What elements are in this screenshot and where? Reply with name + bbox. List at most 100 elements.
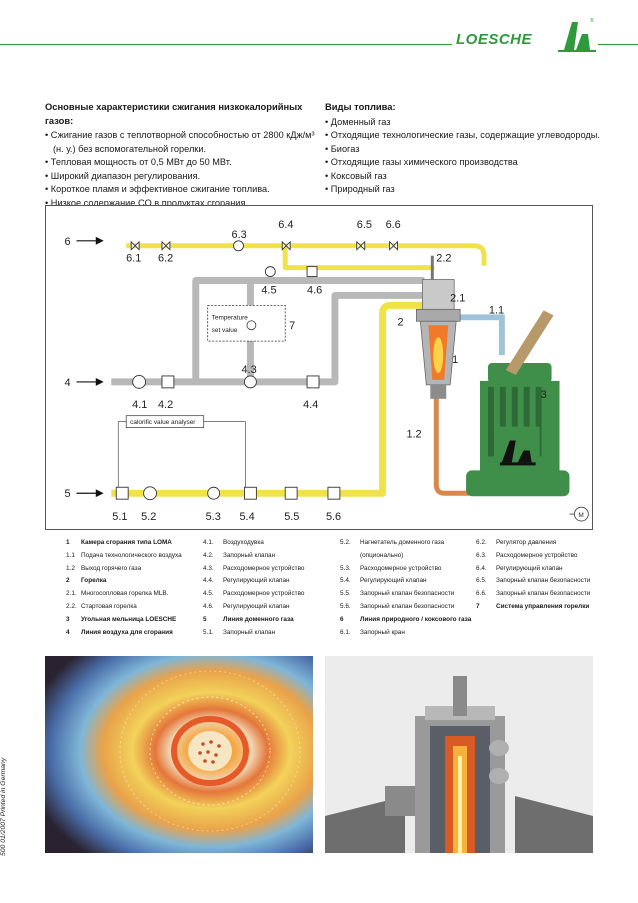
header-rule-right — [598, 44, 638, 45]
list-item: Доменный газ — [325, 116, 615, 130]
flowmeter-6-3 — [233, 240, 244, 252]
air-bypass-pipe — [192, 277, 425, 382]
analyser-label: calorific value analyser — [130, 419, 196, 426]
list-item: Отходящие газы химического производства — [325, 156, 615, 170]
valve-6-5 — [356, 240, 366, 251]
label-5: 5 — [65, 488, 71, 500]
legend-row: 5.2.Нагнетатель доменного газа — [340, 539, 445, 546]
label-6-6: 6.6 — [386, 219, 401, 231]
blower-5-2 — [143, 486, 157, 501]
list-item: Низкое содержание CO в продуктах сгорани… — [45, 197, 315, 211]
blast-furnace-gas-pipe — [111, 301, 423, 497]
legend-column-3: 5.2.Нагнетатель доменного газа (опционал… — [340, 537, 471, 639]
legend-row: 5.4.Регулирующий клапан — [340, 577, 427, 585]
legend-row: (опционально) — [360, 551, 404, 559]
valve-5-6 — [327, 486, 341, 500]
legend-row: 4.5.Расходомерное устройство — [203, 590, 305, 598]
valve-6-6 — [389, 240, 398, 251]
legend-column-2: 4.1.Воздуходувка 4.2.Запорный клапан 4.3… — [203, 537, 304, 639]
print-note: 500 01/2007 Printed in Germany — [0, 757, 7, 856]
label-4-1: 4.1 — [132, 399, 147, 411]
fuel-types-title: Виды топлива: — [325, 101, 396, 112]
list-item: Тепловая мощность от 0,5 МВт до 50 МВт. — [45, 156, 315, 170]
process-air-pipe — [454, 314, 505, 356]
hot-gas-pipe — [433, 379, 470, 496]
features-section: Основные характеристики сжигания низкока… — [45, 100, 315, 210]
list-item: Биогаз — [325, 143, 615, 157]
combustion-air-main-pipe — [111, 291, 423, 386]
legend-row: 6.1.Запорный кран — [340, 628, 405, 636]
valves — [115, 240, 398, 501]
set-value-label: set value — [212, 327, 238, 334]
label-4-5: 4.5 — [261, 284, 276, 296]
temperature-control-box — [207, 304, 286, 342]
valve-6-2 — [161, 240, 171, 251]
label-1: 1 — [452, 354, 458, 366]
temperature-label: Temperature — [212, 314, 249, 321]
fuel-types-list: Доменный газ Отходящие технологические г… — [325, 116, 615, 197]
process-diagram: Temperature set value calorific value an… — [45, 205, 593, 530]
features-title: Основные характеристики сжигания низкока… — [45, 101, 303, 126]
label-6-2: 6.2 — [158, 253, 173, 265]
label-4-4: 4.4 — [303, 399, 318, 411]
diagram-labels: 6 4 5 6.1 6.2 6.3 6.4 6.5 6.6 2.2 2.1 1.… — [65, 219, 584, 523]
label-3: 3 — [541, 389, 547, 401]
label-5-6: 5.6 — [326, 511, 341, 523]
label-1-2: 1.2 — [406, 429, 421, 441]
loesche-logo-icon: ® — [558, 17, 596, 52]
legend-column-4: 6.2.Регулятор давления 6.3.Расходомерное… — [476, 537, 590, 614]
valve-5-1 — [115, 486, 129, 500]
loesche-coal-mill — [466, 310, 589, 522]
label-4-6: 4.6 — [307, 284, 322, 296]
list-item: Сжигание газов с теплотворной способност… — [45, 129, 315, 156]
label-6: 6 — [65, 236, 71, 248]
label-2: 2 — [398, 316, 404, 328]
legend-row: 4.4.Регулирующий клапан — [203, 577, 290, 585]
legend-row: 5.6.Запорный клапан безопасности — [340, 602, 455, 610]
label-1-1: 1.1 — [489, 304, 504, 316]
blower-4-1 — [132, 375, 147, 389]
list-item: Короткое пламя и эффективное сжигание то… — [45, 183, 315, 197]
brand-name: LOESCHE — [456, 31, 533, 48]
label-6-4: 6.4 — [278, 219, 293, 231]
label-6-3: 6.3 — [232, 229, 247, 241]
valve-5-5 — [284, 486, 298, 500]
legend-row: 6.6.Запорный клапан безопасности — [476, 590, 591, 598]
flowmeter-5-3 — [207, 486, 221, 500]
label-5-3: 5.3 — [206, 511, 221, 523]
legend-row: 5.5.Запорный клапан безопасности — [340, 590, 455, 598]
burner-photo — [45, 656, 313, 853]
list-item: Коксовый газ — [325, 170, 615, 184]
burner-cutaway-photo — [325, 656, 593, 853]
label-5-5: 5.5 — [284, 511, 299, 523]
legend-row: 6.4.Регулирующий клапан — [476, 564, 563, 572]
natural-gas-pipe — [126, 243, 487, 271]
trademark-symbol: ® — [590, 17, 594, 24]
flowmeter-4-5 — [264, 266, 276, 278]
list-item: Природный газ — [325, 183, 615, 197]
valve-6-4 — [281, 240, 291, 251]
valve-4-6 — [306, 266, 318, 278]
label-2-2: 2.2 — [436, 253, 451, 265]
legend-row: 4.2.Запорный клапан — [203, 551, 276, 559]
legend-row: 2.2.Стартовая горелка — [66, 602, 137, 610]
coal-chute — [505, 310, 554, 375]
label-5-1: 5.1 — [112, 511, 127, 523]
valve-4-2 — [161, 375, 175, 389]
legend-row: 2.1.Многосопловая горелка MLB. — [66, 590, 169, 598]
list-item: Широкий диапазон регулирования. — [45, 170, 315, 184]
combustion-chamber-loma — [415, 255, 461, 399]
flowmeter-4-3 — [244, 375, 257, 389]
legend-row: 4.1.Воздуходувка — [203, 539, 264, 546]
legend-row: 5.3.Расходомерное устройство — [340, 564, 442, 572]
label-6-1: 6.1 — [126, 253, 141, 265]
label-5-4: 5.4 — [239, 511, 254, 523]
